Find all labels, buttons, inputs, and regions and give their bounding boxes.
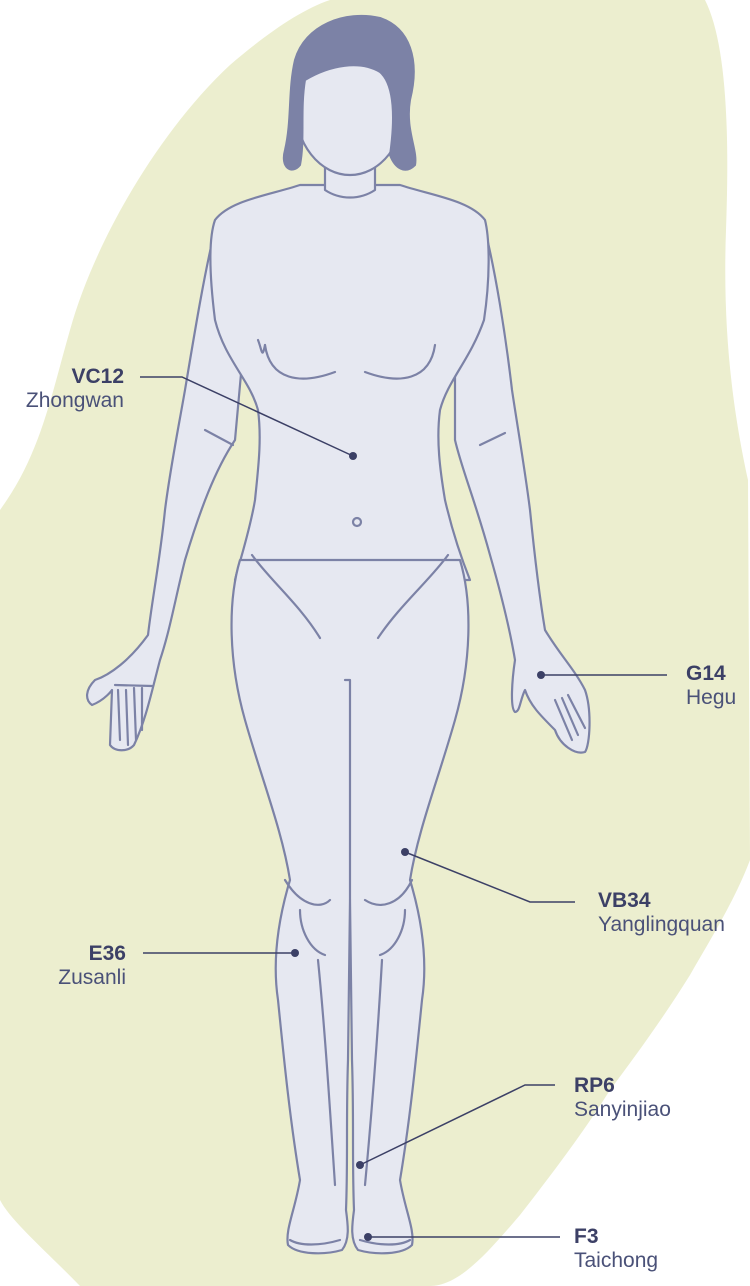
f3-label: F3 Taichong (574, 1225, 658, 1273)
rp6-code: RP6 (574, 1074, 671, 1098)
f3-name: Taichong (574, 1249, 658, 1273)
vb34-label: VB34 Yanglingquan (598, 889, 725, 937)
vc12-point-dot (349, 452, 357, 460)
f3-point-dot (364, 1233, 372, 1241)
vb34-point-dot (401, 848, 409, 856)
e36-code: E36 (0, 942, 126, 966)
vc12-label: VC12 Zhongwan (0, 365, 124, 413)
navel (353, 518, 361, 526)
vc12-code: VC12 (0, 365, 124, 389)
g14-point-dot (537, 671, 545, 679)
e36-name: Zusanli (0, 966, 126, 990)
rp6-label: RP6 Sanyinjiao (574, 1074, 671, 1122)
torso (210, 185, 488, 580)
g14-label: G14 Hegu (686, 662, 736, 710)
rp6-point-dot (356, 1161, 364, 1169)
e36-label: E36 Zusanli (0, 942, 126, 990)
e36-point-dot (291, 949, 299, 957)
g14-name: Hegu (686, 686, 736, 710)
g14-code: G14 (686, 662, 736, 686)
vc12-name: Zhongwan (0, 389, 124, 413)
vb34-name: Yanglingquan (598, 913, 725, 937)
f3-code: F3 (574, 1225, 658, 1249)
vb34-code: VB34 (598, 889, 725, 913)
rp6-name: Sanyinjiao (574, 1098, 671, 1122)
